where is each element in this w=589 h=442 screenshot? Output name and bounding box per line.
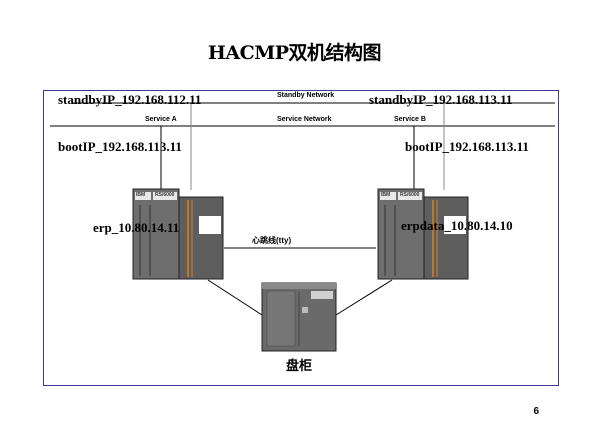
left-storage-connection [207, 279, 263, 316]
service-b-label: Service B [394, 116, 426, 123]
right-server-brand: IBM [381, 192, 391, 198]
left-host-label: erp_10.80.14.11 [93, 220, 180, 235]
left-server-brand: IBM [136, 192, 146, 198]
right-server [377, 188, 469, 280]
right-standby-ip: standbyIP_192.168.113.11 [369, 92, 513, 107]
left-server-badge: RS/6000 [155, 192, 175, 198]
left-server [132, 188, 224, 280]
right-host-label: erpdata_10.80.14.10 [401, 218, 513, 233]
left-boot-ip: bootIP_192.168.113.11 [58, 139, 182, 154]
diagram-title: HACMP双机结构图 [207, 42, 382, 64]
right-server-badge: RS/6000 [400, 192, 420, 198]
heartbeat-label: 心跳线(tty) [252, 236, 292, 245]
page-number: 6 [533, 406, 539, 417]
storage-label: 盘柜 [286, 359, 313, 374]
right-boot-ip: bootIP_192.168.113.11 [405, 139, 529, 154]
diagram-frame [43, 90, 559, 386]
standby-network-label: Standby Network [277, 92, 335, 99]
right-storage-connection [335, 279, 393, 316]
service-network-label: Service Network [277, 116, 332, 123]
storage-cabinet [261, 282, 337, 352]
left-standby-ip: standbyIP_192.168.112.11 [58, 92, 202, 107]
service-a-label: Service A [145, 116, 177, 123]
